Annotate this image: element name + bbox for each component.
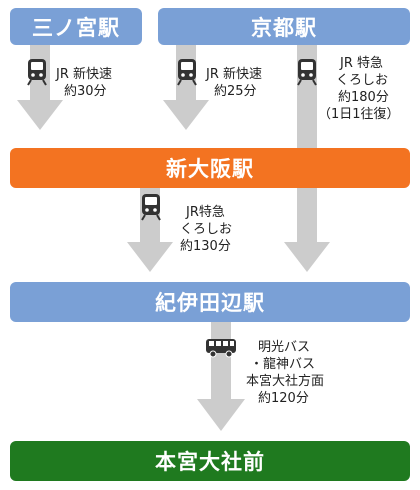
station-kiihanabe: 紀伊田辺駅	[10, 282, 410, 322]
station-kyoto: 京都駅	[158, 8, 410, 45]
arrow-kiihanabe-hongu	[197, 322, 245, 431]
station-shinosaka: 新大阪駅	[10, 148, 410, 188]
route-line: JR特急	[186, 205, 225, 220]
route-note: （1日1往復）	[318, 107, 400, 122]
route-line: JR 新快速	[56, 67, 112, 82]
bus-icon	[206, 339, 236, 358]
route-time: 約25分	[214, 84, 257, 99]
route-time: 約120分	[258, 391, 309, 406]
train-icon	[297, 59, 317, 86]
arrow-shinosaka-kiihanabe	[127, 188, 173, 272]
route-label-shinosaka-kiihanabe: JR特急 くろしお 約130分	[180, 204, 232, 255]
route-direction: 本宮大社方面	[246, 374, 325, 389]
route-line: ・龍神バス	[250, 357, 316, 372]
arrow-kyoto-shinosaka	[163, 45, 209, 130]
route-train-name: くろしお	[336, 73, 389, 88]
train-icon	[141, 194, 161, 221]
route-train-name: くろしお	[180, 222, 233, 237]
route-time: 約180分	[338, 90, 389, 105]
arrow-sannomiya-shinosaka	[17, 45, 63, 130]
station-sannomiya: 三ノ宮駅	[10, 8, 142, 45]
route-line: JR 新快速	[206, 67, 262, 82]
route-label-kyoto-shinosaka: JR 新快速 約25分	[206, 66, 262, 100]
route-line: 明光バス	[258, 340, 311, 355]
train-icon	[27, 59, 47, 86]
station-hongu-taisha-mae: 本宮大社前	[10, 441, 410, 481]
route-label-sannomiya-shinosaka: JR 新快速 約30分	[56, 66, 112, 100]
route-time: 約130分	[180, 239, 231, 254]
train-icon	[177, 59, 197, 86]
route-line: JR 特急	[340, 56, 383, 71]
route-label-kiihanabe-hongu: 明光バス ・龍神バス 本宮大社方面 約120分	[246, 339, 324, 407]
route-time: 約30分	[64, 84, 107, 99]
route-label-kyoto-kiihanabe: JR 特急 くろしお 約180分 （1日1往復）	[318, 55, 400, 123]
